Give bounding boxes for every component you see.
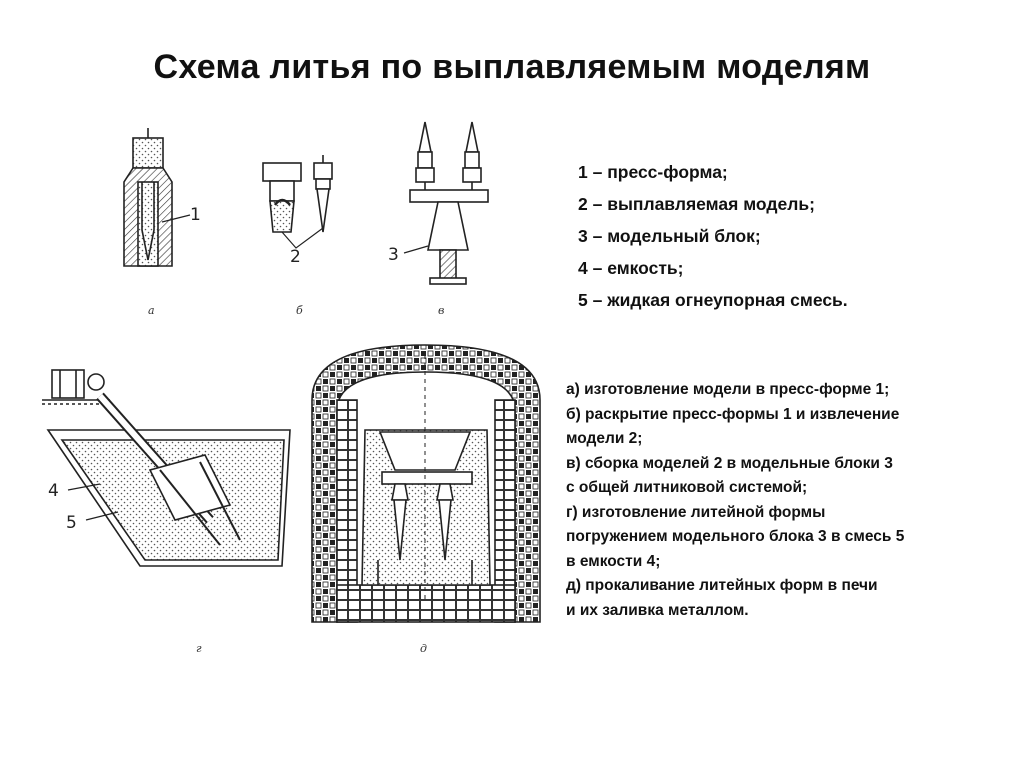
page-title: Схема литья по выплавляемым моделям — [153, 48, 871, 86]
legend-list: 1 – пресс-форма; 2 – выплавляемая модель… — [578, 156, 848, 316]
step-line: и их заливка металлом. — [566, 601, 749, 619]
legend-item: 2 – выплавляемая модель; — [578, 194, 815, 214]
legend-item: 3 – модельный блок; — [578, 226, 761, 246]
step-line: б) раскрытие пресс-формы 1 и извлечение — [566, 405, 900, 423]
figure-g-callout-4: 4 — [48, 481, 59, 501]
legend-item: 4 – емкость; — [578, 258, 684, 278]
figure-b-model-extraction — [262, 155, 333, 249]
figure-g-dipping — [42, 369, 291, 567]
figure-a-press-form — [123, 128, 191, 267]
step-line: а) изготовление модели в пресс-форме 1; — [566, 381, 890, 398]
step-line: модели 2; — [566, 430, 643, 447]
figure-b-sublabel: б — [296, 304, 303, 317]
figure-c-model-block — [403, 121, 489, 285]
figure-c-sublabel: в — [438, 304, 444, 317]
figure-a-callout: 1 — [190, 205, 201, 225]
figure-d-sublabel: д — [420, 642, 427, 655]
process-steps-list: а) изготовление модели в пресс-форме 1; … — [566, 378, 904, 623]
figure-g-callout-5: 5 — [66, 513, 77, 533]
legend-item: 5 – жидкая огнеупорная смесь. — [578, 290, 848, 310]
step-line: г) изготовление литейной формы — [566, 503, 826, 521]
step-line: в) сборка моделей 2 в модельные блоки 3 — [566, 454, 893, 472]
step-line: погружением модельного блока 3 в смесь 5 — [566, 528, 905, 545]
figure-d-furnace — [311, 344, 541, 623]
step-line: с общей литниковой системой; — [566, 479, 808, 496]
step-line: в емкости 4; — [566, 552, 661, 570]
figure-b-callout: 2 — [290, 247, 301, 267]
figure-c-callout: 3 — [388, 245, 399, 265]
legend-item: 1 – пресс-форма; — [578, 162, 728, 182]
figure-g-sublabel: г — [196, 642, 202, 655]
step-line: д) прокаливание литейных форм в печи — [566, 577, 878, 594]
figure-a-sublabel: а — [148, 304, 155, 317]
